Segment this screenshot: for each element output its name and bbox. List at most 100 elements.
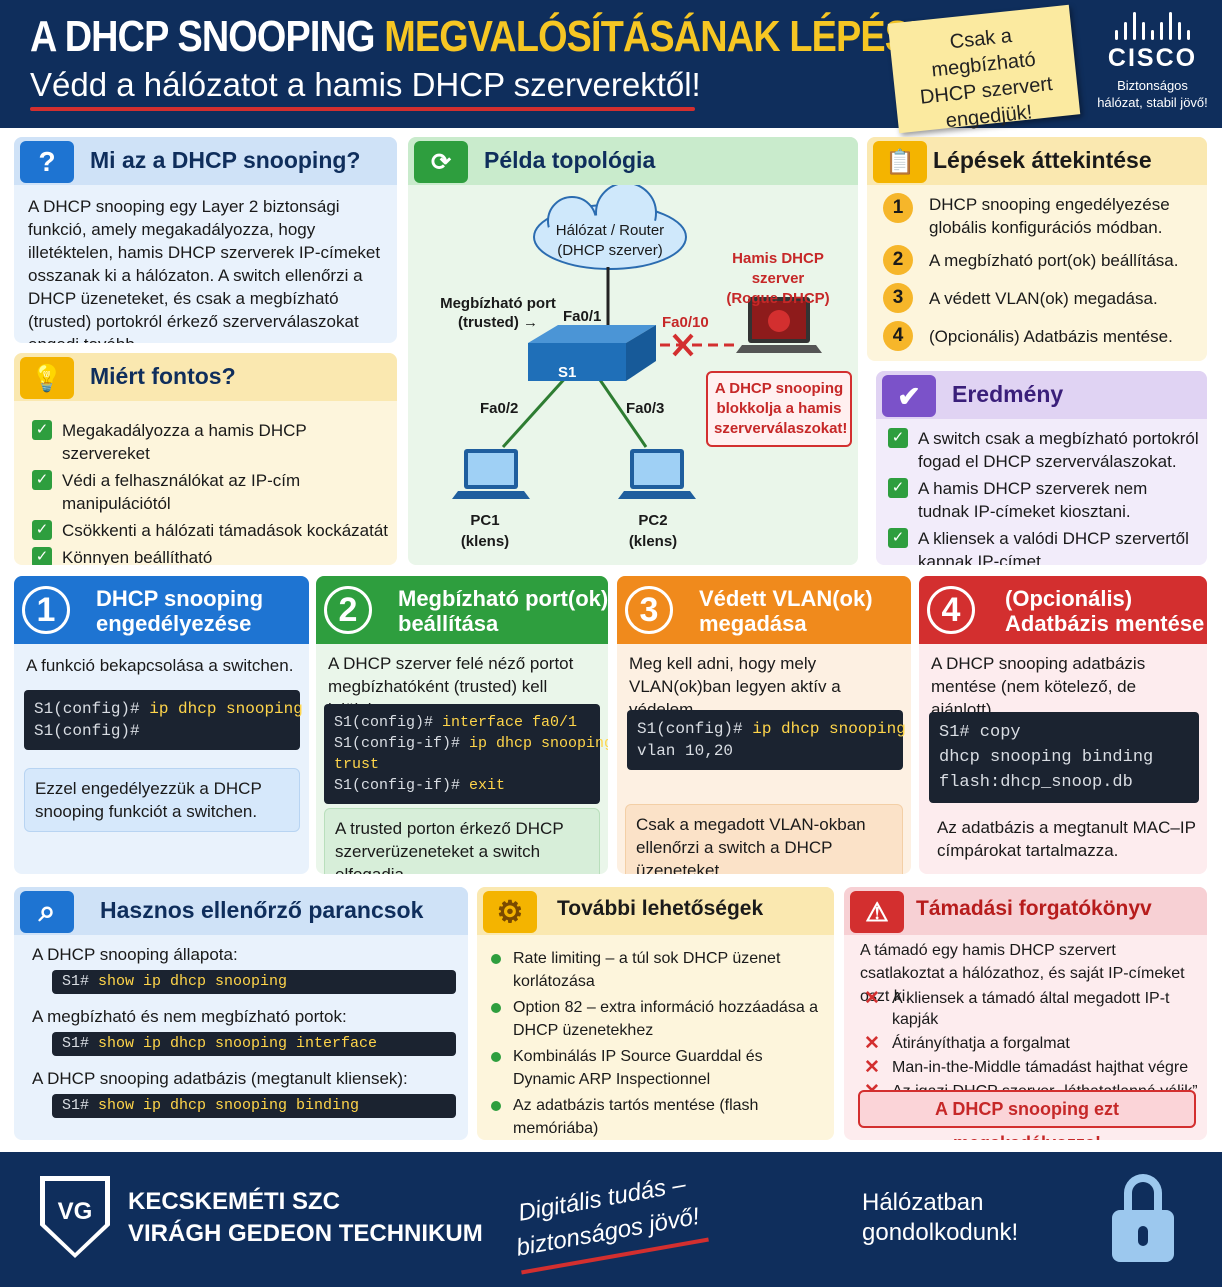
check-badge-icon: ✔ [882, 375, 936, 417]
result-card: ✔ Eredmény ✓A switch csak a megbízható p… [876, 371, 1207, 565]
verify-label-3: A DHCP snooping adatbázis (megtanult kli… [32, 1069, 408, 1088]
magnifier-icon: ⌕ [20, 891, 74, 933]
verify-cmd-2: S1# show ip dhcp snooping interface [52, 1032, 456, 1056]
topology-card: ⟳ Példa topológia [408, 137, 858, 565]
check-icon: ✓ [888, 478, 908, 498]
list-item: Rate limiting – a túl sok DHCP üzenet ko… [491, 947, 827, 993]
why-card: 💡 Miért fontos? ✓Megakadályozza a hamis … [14, 353, 397, 565]
x-icon: ✕ [864, 1057, 880, 1078]
x-icon: ✕ [864, 1033, 880, 1054]
clipboard-icon: 📋 [873, 141, 927, 183]
list-item: ✓Védi a felhasználókat az IP-cím manipul… [32, 469, 392, 515]
header: A DHCP SNOOPING MEGVALÓSÍTÁSÁNAK LÉPÉSEI… [0, 0, 1222, 134]
step-number: 4 [927, 586, 975, 634]
check-icon: ✓ [32, 420, 52, 440]
cloud-label: Hálózat / Router(DHCP szerver) [555, 222, 665, 259]
port-fa02: Fa0/2 [480, 400, 519, 417]
switch-label: S1 [558, 364, 577, 381]
list-item: ✕A kliensek a támadó által megadott IP-t… [864, 988, 1170, 1028]
check-icon: ✓ [888, 528, 908, 548]
list-item: ✓Csökkenti a hálózati támadások kockázat… [32, 519, 392, 542]
sticky-note: Csak a megbízható DHCP szervert engedjük… [887, 4, 1081, 134]
list-item: ✕Man-in-the-Middle támadást hajthat végr… [864, 1057, 1189, 1078]
gear-icon: ⚙ [483, 891, 537, 933]
attack-title: Támadási forgatókönyv [916, 897, 1152, 920]
page-subtitle: Védd a hálózatot a hamis DHCP szerverekt… [30, 66, 701, 103]
step-desc: A funkció bekapcsolása a switchen. [26, 656, 294, 675]
what-card: ? Mi az a DHCP snooping? A DHCP snooping… [14, 137, 397, 343]
check-icon: ✓ [32, 470, 52, 490]
x-icon: ✕ [864, 988, 880, 1009]
attack-list: ✕A kliensek a támadó által megadott IP-t… [864, 988, 1200, 1105]
step-code: S1(config)# ip dhcp snooping S1(config)# [24, 690, 303, 750]
step-code: S1# copy dhcp snooping binding flash:dhc… [929, 712, 1199, 803]
what-title: Mi az a DHCP snooping? [90, 147, 361, 173]
attack-card: ⚠ Támadási forgatókönyv A támadó egy ham… [844, 887, 1207, 1140]
why-list: ✓Megakadályozza a hamis DHCP szervereket… [32, 419, 392, 565]
list-item: ✓A kliensek a valódi DHCP szervertől kap… [888, 527, 1200, 565]
step-title: Megbízható port(ok)beállítása [398, 586, 608, 636]
pc1-icon [452, 449, 530, 499]
school-shield-icon: VG [40, 1176, 110, 1258]
topology-title: Példa topológia [484, 147, 656, 173]
check-icon: ✓ [32, 547, 52, 565]
subtitle-underline [30, 107, 695, 111]
block-x-icon [672, 333, 694, 357]
step-code: S1(config)# ip dhcp snooping vlan 10,20 [627, 710, 906, 770]
rogue-laptop-icon [736, 297, 822, 353]
step-number: 2 [324, 586, 372, 634]
topology-diagram [452, 185, 822, 499]
verify-title: Hasznos ellenőrző parancsok [100, 897, 424, 923]
list-item: ✕Átirányíthatja a forgalmat [864, 1033, 1070, 1054]
page-title: A DHCP SNOOPING MEGVALÓSÍTÁSÁNAK LÉPÉSEI [30, 12, 944, 61]
pc2-icon [618, 449, 696, 499]
verify-card: ⌕ Hasznos ellenőrző parancsok A DHCP sno… [14, 887, 468, 1140]
list-item: Option 82 – extra információ hozzáadása … [491, 996, 827, 1042]
verify-cmd-3: S1# show ip dhcp snooping binding [52, 1094, 456, 1118]
attack-intro: A támadó egy hamis DHCP szervert csatlak… [860, 942, 1185, 1005]
what-text: A DHCP snooping egy Layer 2 biztonsági f… [28, 197, 381, 343]
check-icon: ✓ [888, 428, 908, 448]
port-fa03: Fa0/3 [626, 400, 665, 417]
port-fa010: Fa0/10 [662, 314, 709, 331]
rogue-label: Hamis DHCP szerver(Rogue DHCP) [726, 250, 830, 307]
port-fa01: Fa0/1 [563, 308, 602, 325]
more-title: További lehetőségek [557, 897, 764, 920]
attack-banner: A DHCP snooping ezt megakadályozza! [858, 1090, 1196, 1140]
step-number: 1 [22, 586, 70, 634]
list-item: 4(Opcionális) Adatbázis mentése. [883, 321, 1201, 351]
overview-title: Lépések áttekintése [933, 147, 1152, 173]
result-title: Eredmény [952, 381, 1064, 407]
lock-icon [1112, 1174, 1174, 1266]
step-4-card: 4(Opcionális)Adatbázis mentése A DHCP sn… [919, 576, 1207, 874]
cloud-icon [533, 185, 687, 270]
list-item: Kombinálás IP Source Guarddal és Dynamic… [491, 1045, 827, 1091]
step-desc: A DHCP snooping adatbázis mentése (nem k… [931, 654, 1146, 719]
more-card: ⚙ További lehetőségek Rate limiting – a … [477, 887, 834, 1140]
step-note: A trusted porton érkező DHCP szerverüzen… [324, 808, 600, 874]
verify-label-2: A megbízható és nem megbízható portok: [32, 1007, 347, 1026]
step-note: Az adatbázis a megtanult MAC–IP címpárok… [937, 818, 1196, 860]
warning-icon: ⚠ [850, 891, 904, 933]
verify-label-1: A DHCP snooping állapota: [32, 945, 238, 964]
step-code: S1(config)# interface fa0/1 S1(config-if… [324, 704, 608, 804]
pc2-label: PC2(klens) [628, 512, 678, 550]
trusted-label: Megbízható port(trusted) → [440, 295, 556, 331]
step-title: Védett VLAN(ok)megadása [699, 586, 873, 636]
list-item: Az adatbázis tartós mentése (flash memór… [491, 1094, 827, 1140]
list-item: ✓A switch csak a megbízható portokról fo… [888, 427, 1200, 473]
step-number: 3 [625, 586, 673, 634]
more-list: Rate limiting – a túl sok DHCP üzenet ko… [491, 947, 827, 1140]
network-icon: ⟳ [414, 141, 468, 183]
block-callout: A DHCP snooping blokkolja a hamis szerve… [706, 371, 852, 447]
